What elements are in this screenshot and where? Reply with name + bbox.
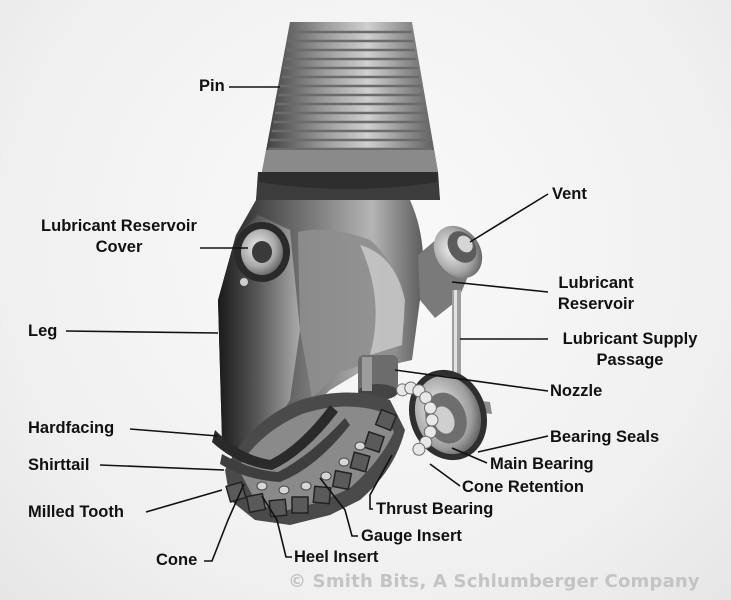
leader-lines [65,86,549,562]
leader-heel-insert [261,495,292,558]
leader-shirttail [99,464,225,471]
gauge-insert-shape [338,457,350,467]
label-vent: Vent [552,185,587,203]
leader-thrust-bearing [369,454,393,510]
leader-lubricant-reservoir [451,281,549,293]
milled-tooth-shape [225,481,247,503]
gauge-insert-shape [278,485,290,495]
milled-tooth-shape [374,408,398,432]
label-lubricant-reservoir-text: Lubricant Reservoir [557,274,635,313]
gauge-insert-shape [256,481,268,491]
label-cone: Cone [156,551,198,569]
label-shirttail: Shirttail [28,456,90,474]
milled-tooth-shape [349,451,371,473]
label-thrust-bearing: Thrust Bearing [376,500,494,518]
label-pin: Pin [199,77,225,95]
pin-shape [262,22,438,172]
label-cone-retention: Cone Retention [462,478,584,496]
bearing-ball [412,442,426,456]
label-nozzle: Nozzle [550,382,603,400]
gauge-insert-shape [320,471,332,481]
bearing-ball [425,413,439,427]
leader-vent [469,193,549,243]
nozzle-shape [358,355,398,400]
milled-tooth-shape [362,430,386,454]
label-lubricant-reservoir: Lubricant Reservoir [552,273,640,315]
label-lubricant-supply-passage: Lubricant Supply Passage [551,329,709,371]
reservoir-cover-shape [234,222,290,286]
bearing-ball [423,401,437,415]
label-milled-tooth: Milled Tooth [28,503,124,521]
label-hardfacing: Hardfacing [28,419,115,437]
milled-tooth-shape [331,469,353,491]
milled-tooth-shape [245,492,267,514]
milled-tooth-shape [312,485,332,505]
leader-gauge-insert [319,477,358,537]
leader-bearing-seals [477,435,549,453]
label-lubricant-reservoir-cover-text: Lubricant Reservoir Cover [41,217,197,256]
copyright-credit: © Smith Bits, A Schlumberger Company [288,571,700,592]
gauge-insert-shape [300,481,312,491]
milled-tooth-shape [268,498,288,518]
bearing-assembly-shape [395,369,488,461]
label-leg: Leg [28,322,58,340]
label-gauge-insert: Gauge Insert [361,527,462,545]
label-main-bearing: Main Bearing [490,455,594,473]
leader-cone-retention [429,463,461,487]
milled-tooth-shape [291,496,309,514]
leader-milled-tooth [145,489,223,513]
leader-hardfacing [129,428,219,437]
label-lubricant-supply-passage-text: Lubricant Supply Passage [562,330,698,369]
cone-shape [212,392,405,525]
leader-main-bearing [451,447,488,464]
leader-leg [65,330,219,334]
gauge-insert-shape [354,441,366,451]
label-lubricant-reservoir-cover: Lubricant Reservoir Cover [28,216,210,258]
label-bearing-seals: Bearing Seals [550,428,660,446]
body-shoulder [256,172,440,200]
label-heel-insert: Heel Insert [294,548,379,566]
leader-nozzle [394,369,549,392]
leader-cone [204,483,245,562]
